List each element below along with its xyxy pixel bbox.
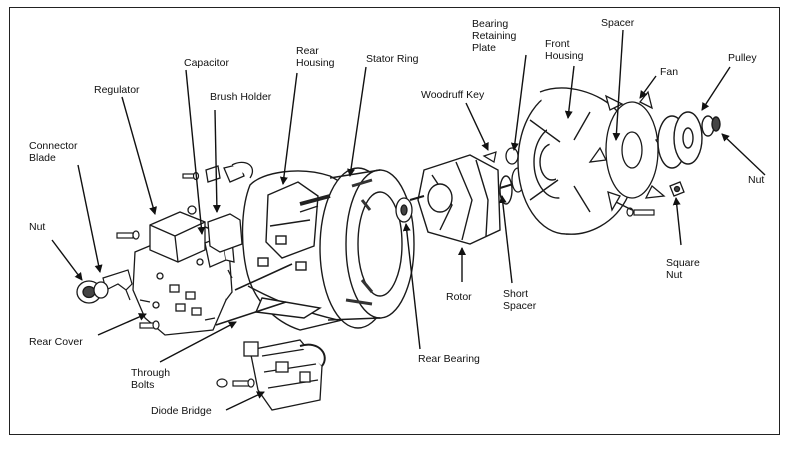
leader-rear-housing [279, 72, 298, 185]
label-short-spacer-line1: Short [503, 288, 529, 300]
label-brp-line2: Retaining [472, 30, 517, 42]
label-fan: Fan [660, 66, 679, 78]
label-brp-line3: Plate [472, 42, 496, 54]
label-through-bolts: Through Bolts [131, 367, 170, 391]
regulator-part [149, 205, 206, 263]
label-front-housing-line2: Housing [545, 50, 584, 62]
leader-pulley [701, 66, 731, 111]
diode-bridge-part [243, 339, 326, 411]
label-pulley: Pulley [728, 52, 757, 64]
label-square-nut: Square Nut [666, 257, 700, 281]
front-housing-part [517, 87, 633, 235]
label-rear-housing: Rear Housing [296, 45, 335, 69]
leader-nut-left [51, 239, 83, 281]
label-bearing-retaining-plate: Bearing Retaining Plate [472, 18, 516, 54]
label-square-nut-line2: Nut [666, 269, 683, 281]
label-brush-holder: Brush Holder [210, 91, 272, 103]
label-diode-bridge: Diode Bridge [151, 405, 212, 417]
label-rear-housing-line2: Housing [296, 57, 335, 69]
label-connector-blade: Connector Blade [29, 140, 77, 164]
leader-rear-cover [97, 313, 147, 336]
leader-capacitor [185, 69, 206, 235]
leader-square-nut [672, 197, 682, 246]
label-nut-right: Nut [748, 174, 765, 186]
label-square-nut-line1: Square [666, 257, 700, 269]
nut-left-part [76, 280, 109, 304]
leader-diode-bridge [225, 391, 265, 411]
leader-rear-bearing [402, 223, 421, 350]
leader-bearing-retaining-plate [510, 54, 527, 151]
label-connector-blade-line1: Connector [29, 140, 78, 152]
label-stator-ring: Stator Ring [366, 53, 419, 65]
connector-blade-part [102, 269, 133, 301]
label-through-bolts-line2: Bolts [131, 379, 155, 391]
leader-connector-blade [77, 164, 103, 273]
leader-through-bolts [159, 321, 237, 363]
label-rear-bearing: Rear Bearing [418, 353, 480, 365]
label-woodruff-key: Woodruff Key [421, 89, 485, 101]
leader-fan [639, 75, 657, 99]
label-front-housing: Front Housing [545, 38, 584, 62]
label-capacitor: Capacitor [184, 57, 229, 69]
woodruff-key-part [482, 151, 497, 163]
leader-nut-right [721, 133, 766, 176]
leader-short-spacer [498, 195, 513, 284]
label-rotor: Rotor [446, 291, 472, 303]
leader-front-housing [564, 65, 575, 119]
label-short-spacer: Short Spacer [503, 288, 536, 312]
leader-brush-holder [212, 109, 221, 213]
leader-regulator [121, 96, 157, 215]
label-brp-line1: Bearing [472, 18, 509, 30]
label-through-bolts-line1: Through [131, 367, 171, 379]
leader-stator-ring [347, 66, 367, 177]
label-spacer: Spacer [601, 17, 635, 29]
label-nut-left: Nut [29, 221, 46, 233]
rotor-part [409, 154, 521, 245]
label-front-housing-line1: Front [545, 38, 570, 50]
label-connector-blade-line2: Blade [29, 152, 56, 164]
pulley-part [657, 111, 721, 169]
label-rear-housing-line1: Rear [296, 45, 319, 57]
leader-spacer [612, 29, 624, 141]
square-nut-part [669, 181, 685, 197]
leader-woodruff-key [465, 102, 489, 151]
label-short-spacer-line2: Spacer [503, 300, 537, 312]
label-rear-cover: Rear Cover [29, 336, 83, 348]
leader-lines [51, 29, 766, 411]
rear-bearing-part [395, 197, 413, 223]
label-regulator: Regulator [94, 84, 140, 96]
